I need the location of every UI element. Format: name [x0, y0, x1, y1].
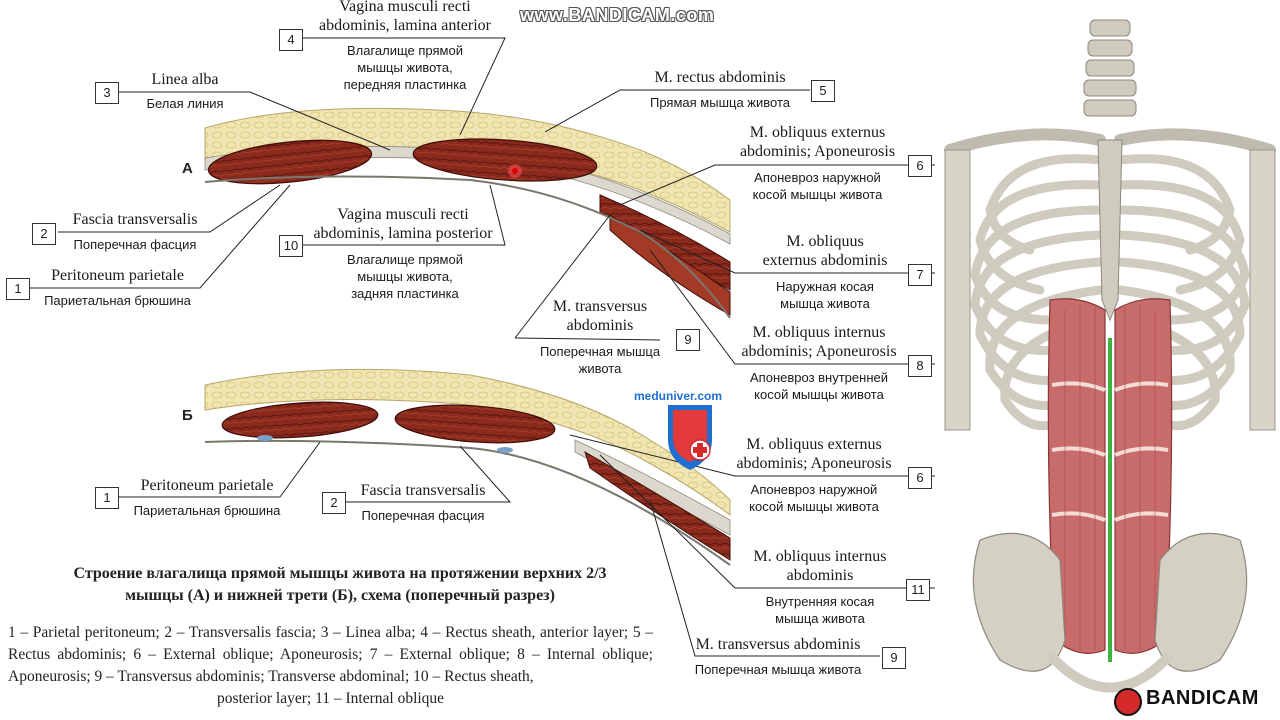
section-a-crosssection — [204, 107, 731, 319]
label-6-latin: M. obliquus externus abdominis; Aponeuro… — [739, 124, 896, 160]
label-1-russian: Париетальная брюшина — [44, 293, 191, 308]
bandicam-watermark-bottom: BANDICAM — [1146, 687, 1259, 709]
label-b1-russian: Париетальная брюшина — [133, 503, 281, 518]
figure-legend-end: posterior layer; 11 – Internal oblique — [216, 690, 445, 707]
label-b6-russian: Апоневроз наружной косой мышцы живота — [749, 482, 879, 514]
label-b9-latin: M. transversus abdominis — [695, 636, 861, 653]
meduniver-logo-text: meduniver.com — [634, 389, 723, 403]
panel-a-letter: А — [182, 160, 193, 177]
label-6-number: 6 — [908, 155, 932, 177]
label-b11-russian: Внутренняя косая мышца живота — [765, 594, 875, 626]
label-7-russian: Наружная косая мышца живота — [776, 279, 874, 311]
label-8-number: 8 — [908, 355, 932, 377]
label-3-number: 3 — [95, 82, 119, 104]
label-7-number: 7 — [908, 264, 932, 286]
figure-legend: 1 – Parietal peritoneum; 2 – Transversal… — [8, 624, 653, 685]
section-b-crosssection — [204, 368, 731, 566]
label-2-number: 2 — [32, 223, 56, 245]
label-2-latin: Fascia transversalis — [72, 211, 198, 228]
label-1-number: 1 — [6, 278, 30, 300]
label-b6-number: 6 — [908, 467, 932, 489]
label-5-latin: M. rectus abdominis — [654, 69, 786, 86]
label-b9-number: 9 — [882, 647, 906, 669]
bandicam-watermark-top: www.BANDICAM.com — [520, 5, 715, 25]
label-8-russian: Апоневроз внутренней косой мышцы живота — [750, 370, 888, 402]
label-6-russian: Апоневроз наружной косой мышцы живота — [752, 170, 883, 202]
label-7-latin: M. obliquus externus abdominis — [762, 233, 888, 269]
label-b11-latin: M. obliquus internus abdominis — [753, 548, 887, 584]
label-b1-number: 1 — [95, 487, 119, 509]
label-9-russian: Поперечная мышца живота — [539, 344, 661, 376]
label-4-latin: Vagina musculi recti abdominis, lamina a… — [319, 0, 491, 34]
label-5-russian: Прямая мышца живота — [650, 95, 790, 110]
label-8-latin: M. obliquus internus abdominis; Aponeuro… — [741, 324, 897, 360]
bandicam-record-icon — [1114, 688, 1142, 716]
meduniver-shield-icon — [668, 405, 712, 470]
label-10-russian: Влагалище прямой мышцы живота, задняя пл… — [346, 252, 463, 301]
label-10-latin: Vagina musculi recti abdominis, lamina p… — [313, 206, 493, 242]
label-9-latin: M. transversus abdominis — [552, 298, 648, 334]
figure-caption: Строение влагалища прямой мышцы живота н… — [73, 565, 607, 604]
label-10-number: 10 — [279, 235, 303, 257]
leader-lines-a — [30, 37, 935, 365]
panel-b-letter: Б — [182, 407, 193, 424]
label-4-russian: Влагалище прямой мышцы живота, передняя … — [343, 43, 467, 92]
label-b11-number: 11 — [906, 579, 930, 601]
label-b2-russian: Поперечная фасция — [361, 508, 485, 523]
torso-skeleton-illustration — [944, 19, 1276, 693]
label-b2-number: 2 — [322, 492, 346, 514]
label-b9-russian: Поперечная мышца живота — [694, 662, 862, 677]
label-4-number: 4 — [279, 29, 303, 51]
label-3-latin: Linea alba — [151, 71, 219, 88]
rectus-sheath-diagram — [30, 37, 935, 657]
label-9-number: 9 — [676, 329, 700, 351]
label-b6-latin: M. obliquus externus abdominis; Aponeuro… — [736, 436, 892, 472]
label-2-russian: Поперечная фасция — [73, 237, 197, 252]
label-3-russian: Белая линия — [146, 96, 224, 111]
label-1-latin: Peritoneum parietale — [51, 267, 184, 284]
label-5-number: 5 — [811, 80, 835, 102]
label-b1-latin: Peritoneum parietale — [140, 477, 274, 494]
label-b2-latin: Fascia transversalis — [360, 482, 486, 499]
leader-lines-b — [118, 434, 935, 657]
